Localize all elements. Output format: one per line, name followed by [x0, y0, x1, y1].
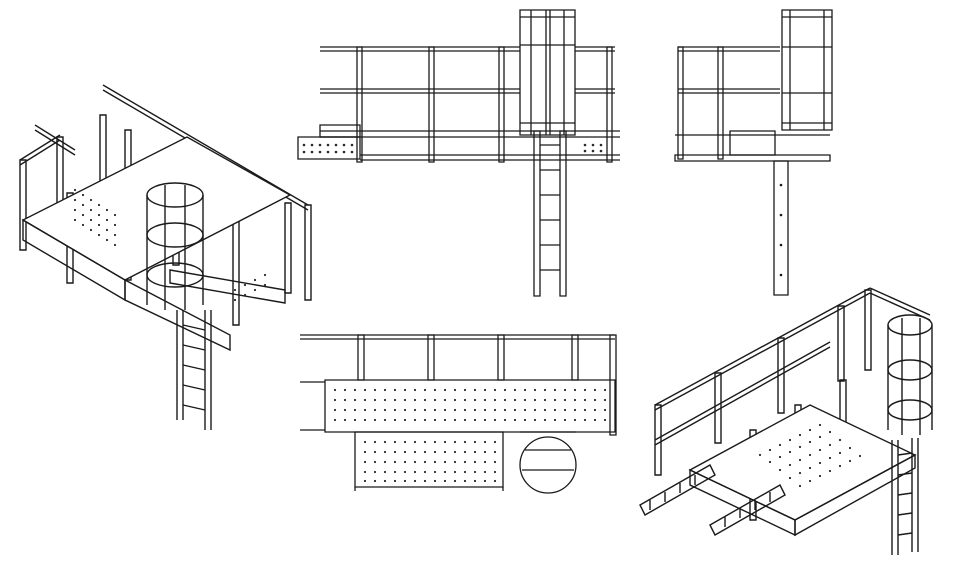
side-deck [675, 131, 830, 161]
iso-right-ladder-cage [888, 315, 932, 435]
isometric-right-view [630, 280, 950, 565]
top-plan-view [290, 325, 630, 494]
iso-right-ladder [892, 438, 918, 555]
iso-left-ladder-cage [147, 183, 203, 310]
isometric-left-view [5, 75, 325, 435]
plan-lower-deck [355, 432, 503, 491]
iso-right-top-rails [655, 288, 930, 445]
iso-left-ladder [177, 310, 211, 430]
iso-right-deck-perforations [758, 423, 862, 488]
front-perforations [302, 143, 603, 154]
plan-ladder-cage [519, 432, 577, 494]
front-guardrail [320, 47, 615, 162]
iso-right-deck [690, 405, 915, 535]
side-guardrail [678, 47, 780, 159]
iso-left-deck [23, 137, 290, 350]
plan-perforations [333, 388, 607, 483]
front-ladder-cage [520, 10, 575, 135]
side-ladder-stile [774, 161, 788, 295]
iso-right-stair [640, 465, 785, 535]
plan-main-deck [300, 380, 615, 432]
front-ladder [534, 131, 566, 296]
front-elevation-view [290, 5, 630, 300]
plan-top-rail [300, 335, 616, 435]
iso-left-kickplate-perforations [73, 188, 267, 302]
front-deck [298, 125, 620, 160]
side-ladder-cage [782, 10, 832, 130]
side-elevation-view [670, 5, 850, 300]
